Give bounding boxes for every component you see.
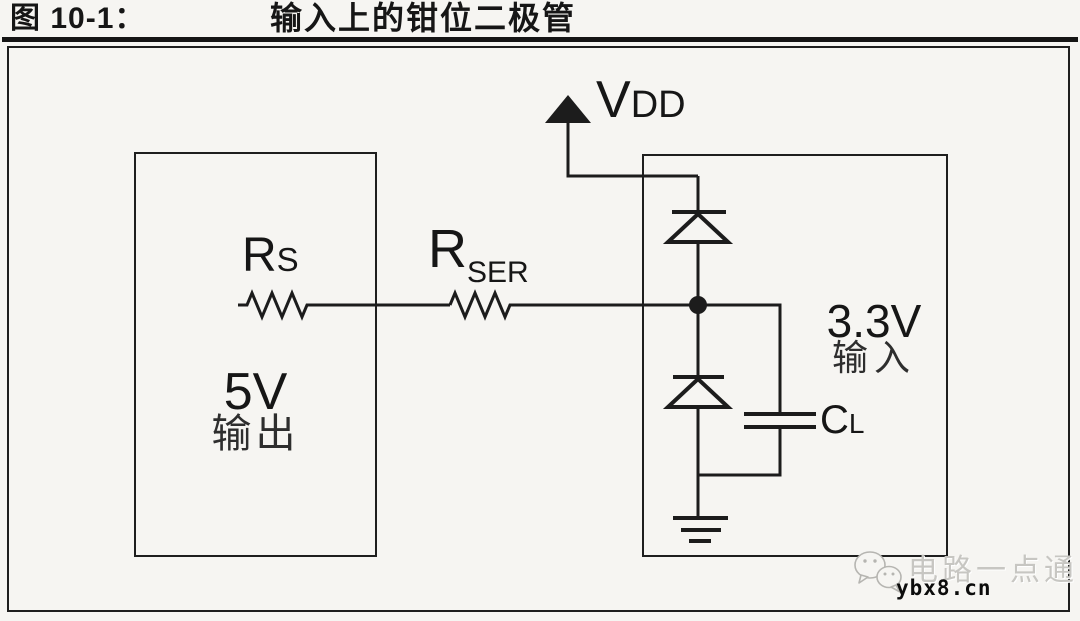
rser-label: RSER	[428, 219, 529, 288]
source-caption-label: 输出	[211, 412, 300, 456]
clamp-diode-top-icon	[662, 176, 734, 300]
source-voltage-label: 5V	[223, 363, 288, 421]
resistor-rser-icon	[448, 289, 698, 321]
watermark-url-text: ybx8.cn	[896, 576, 992, 600]
input-caption-label: 输入	[831, 337, 916, 378]
resistor-rs-icon	[238, 289, 450, 321]
rs-label: RS	[242, 232, 299, 280]
cl-main: C	[820, 398, 849, 442]
vdd-arrow-icon	[545, 95, 698, 178]
clamp-diode-bottom-icon	[662, 305, 734, 518]
rser-sub: SER	[467, 256, 529, 289]
vdd-sub: DD	[630, 84, 686, 126]
watermark-brand-text: 电路一点通	[908, 554, 1078, 587]
vdd-main: V	[596, 71, 631, 129]
title-underline-rule	[2, 37, 1078, 42]
figure-title: 输入上的钳位二极管	[270, 0, 577, 36]
rser-main: R	[428, 219, 467, 279]
input-voltage-label: 3.3V	[826, 295, 922, 347]
wechat-icon	[854, 551, 902, 593]
rs-main: R	[242, 229, 277, 282]
source-device-box	[134, 152, 377, 557]
figure-outer-frame	[7, 46, 1070, 612]
vdd-label: VDD	[596, 74, 686, 126]
input-device-box	[642, 154, 948, 557]
rs-sub: S	[276, 241, 299, 278]
ground-icon	[673, 516, 728, 543]
cl-sub: L	[848, 408, 865, 439]
cl-label: CL	[820, 400, 864, 440]
figure-number-label: 图 10-1：	[10, 2, 146, 35]
load-capacitor-icon	[698, 303, 816, 477]
